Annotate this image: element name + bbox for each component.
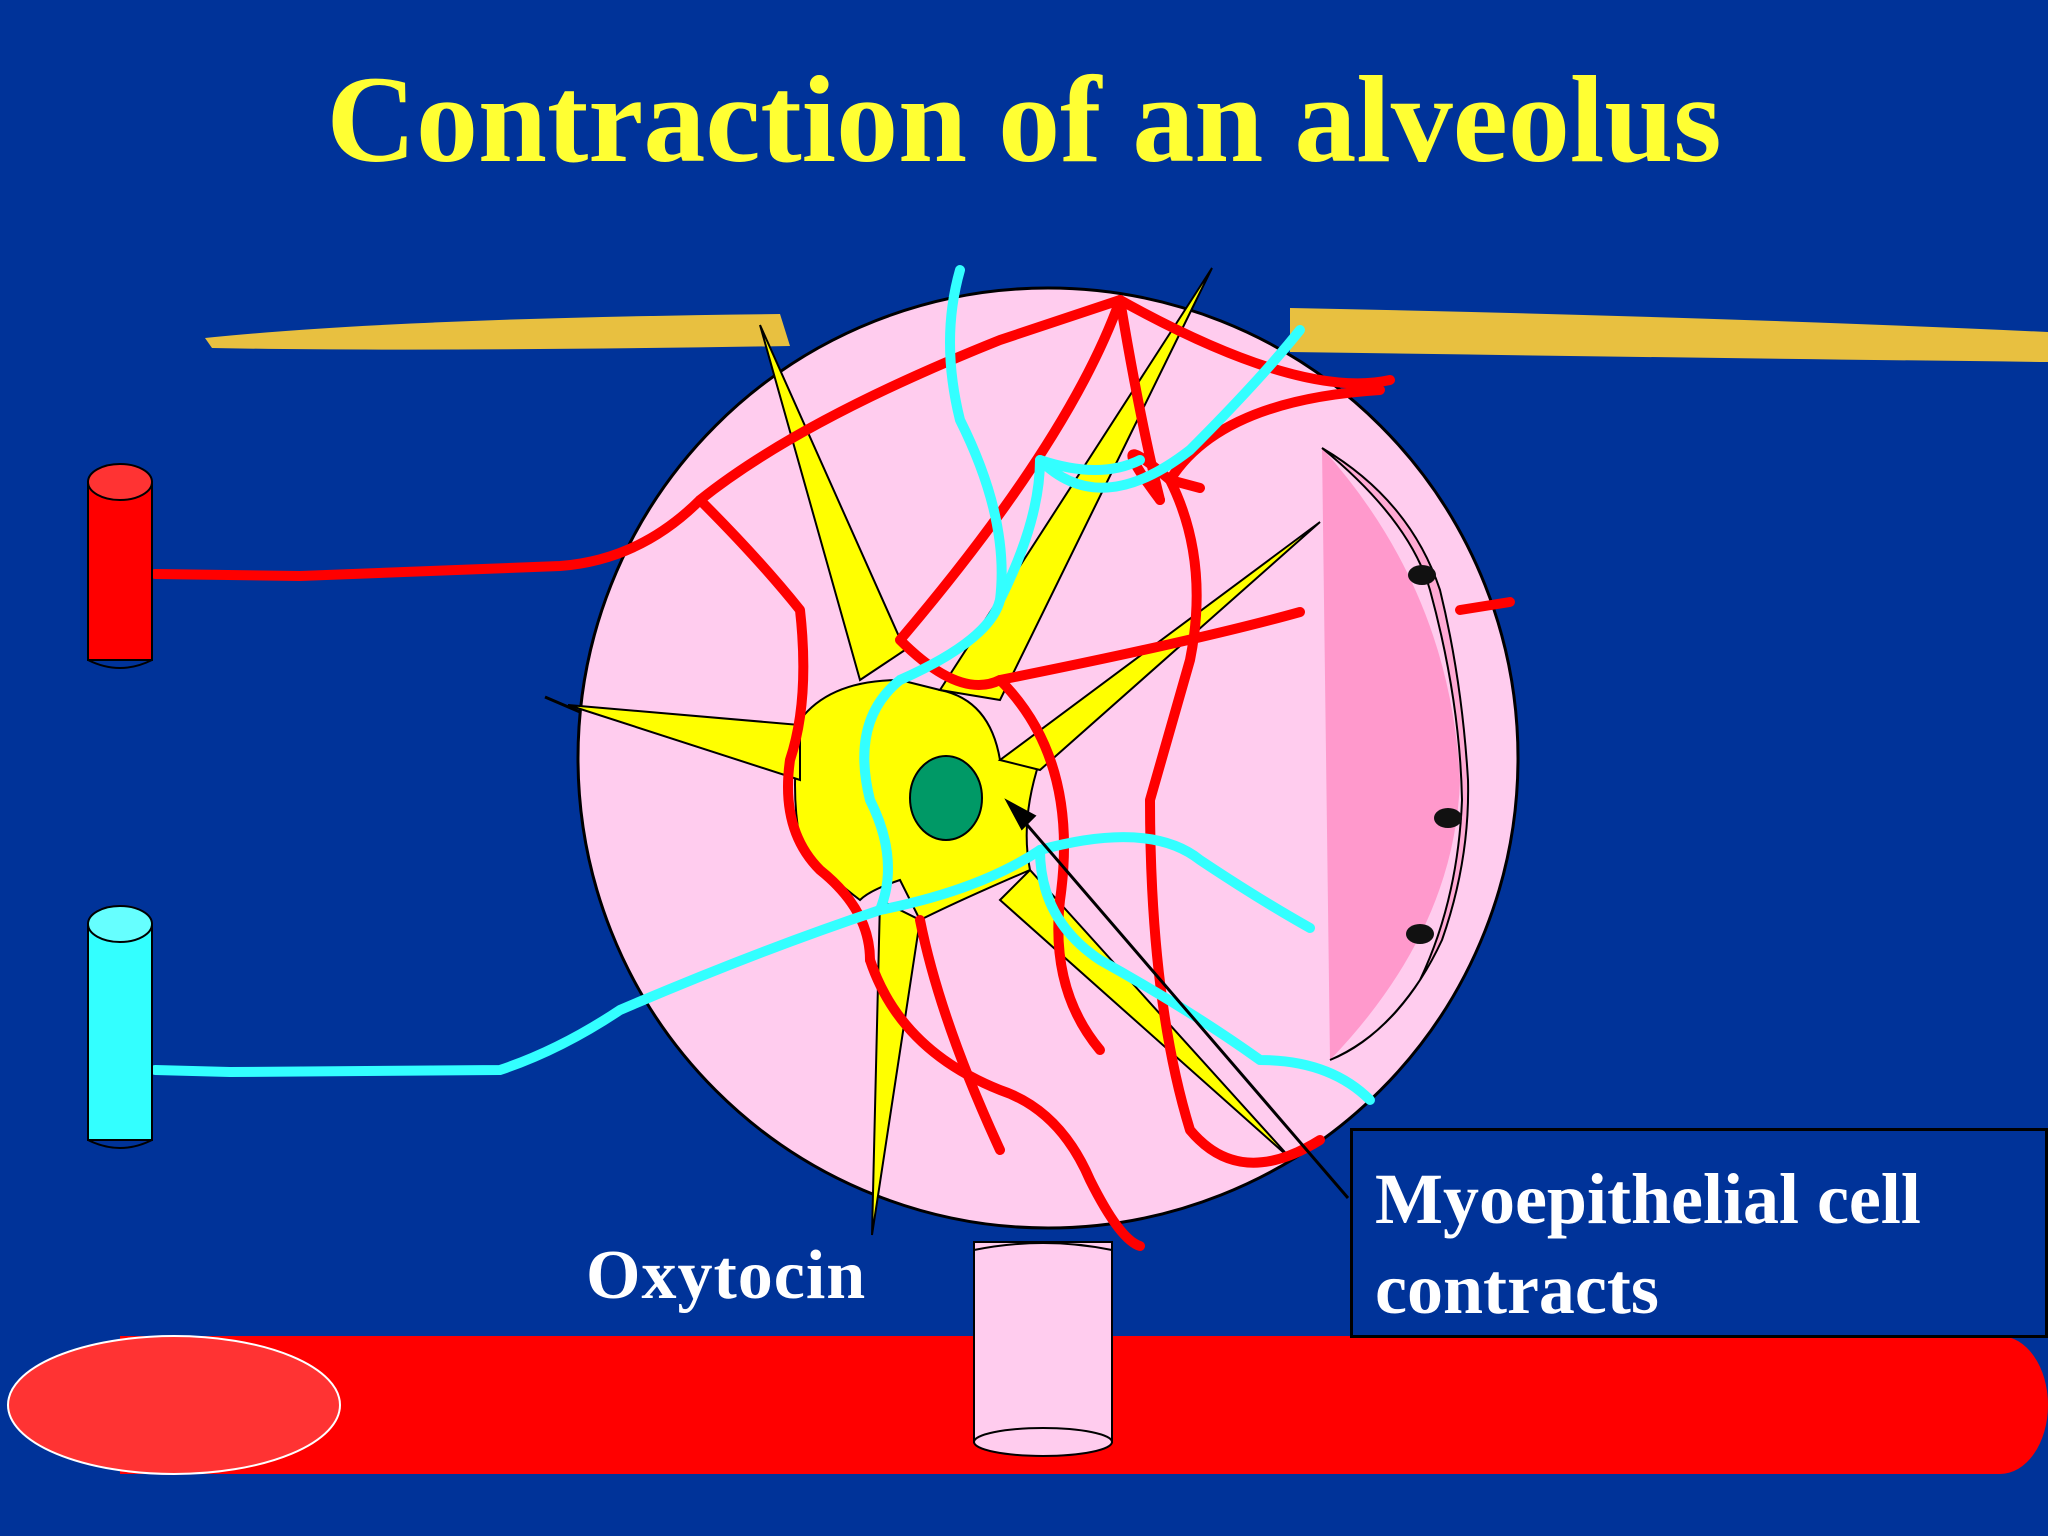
callout-arrow (1004, 798, 1350, 1199)
lumen-cell-layer (1322, 448, 1460, 1060)
epithelial-nuclei (1406, 565, 1462, 944)
artery-cylinder (87, 463, 153, 669)
myoepithelial-callout: Myoepithelial cell contracts (1350, 1128, 2048, 1338)
basement-band-left (205, 314, 790, 350)
callout-line-1: Myoepithelial cell (1375, 1159, 1921, 1239)
slide-title: Contraction of an alveolus (326, 51, 1722, 188)
vein-cylinder (87, 905, 153, 1149)
arterial-capillaries (150, 295, 1515, 1251)
epithelial-strip (1321, 447, 1470, 1061)
callout-line-2: contracts (1375, 1249, 1659, 1329)
basement-band-right (1290, 308, 2048, 362)
pointer-line-left (544, 695, 581, 714)
nucleus (909, 755, 983, 841)
oxytocin-label: Oxytocin (586, 1237, 867, 1314)
duct (973, 1241, 1113, 1457)
